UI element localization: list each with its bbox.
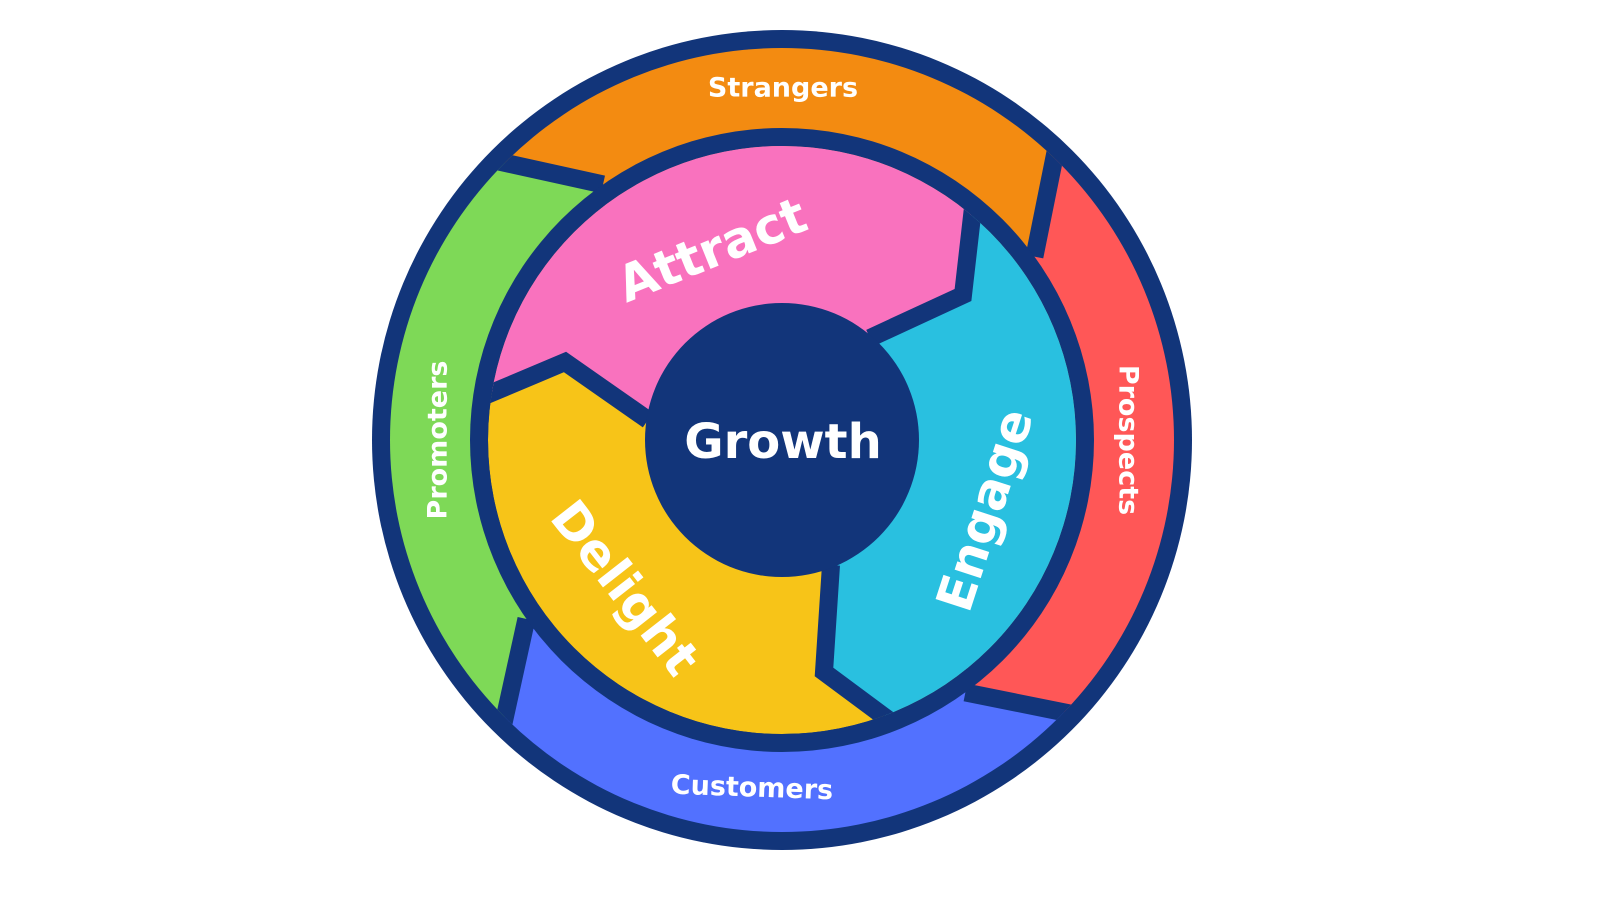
divider-engage-delight	[814, 564, 911, 734]
outer-label-customers: Customers	[670, 770, 833, 807]
divider-attract-engage	[866, 188, 984, 347]
outer-label-promoters: Promoters	[423, 361, 454, 520]
segment-engage	[782, 146, 1076, 734]
inner-ring-dividers	[488, 188, 984, 734]
outer-label-prospects: Prospects	[1113, 365, 1144, 515]
outer-label-strangers: Strangers	[708, 73, 858, 104]
divider-attract-delight	[488, 351, 654, 428]
center-hub	[645, 303, 919, 577]
center-label: Growth	[684, 414, 882, 470]
